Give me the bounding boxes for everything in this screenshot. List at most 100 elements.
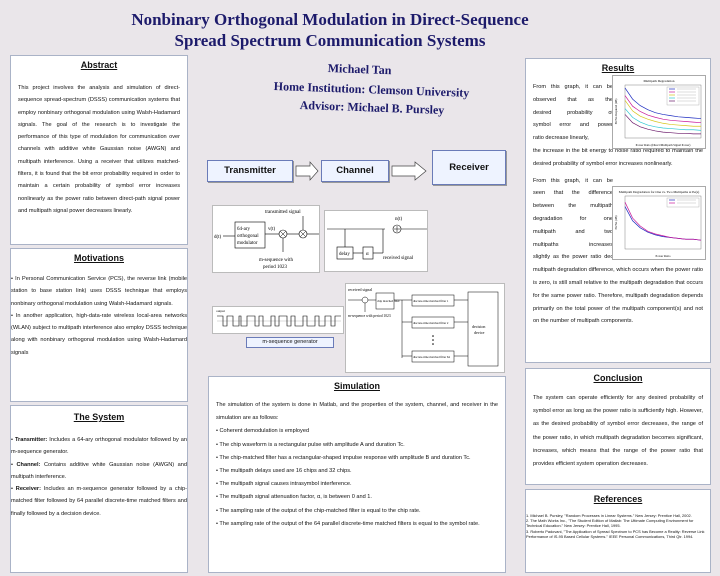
series-line-0 (624, 87, 702, 119)
references-heading: References (593, 494, 643, 504)
dtmf64-label: discrete-time matched filter 64 (413, 355, 450, 359)
text-line: ratio decrease linearly, (533, 135, 589, 142)
decision-l2: device (474, 330, 485, 335)
system-item-label: Receiver: (15, 486, 41, 493)
text-line: From this graph, it can be (533, 177, 613, 184)
channel-diagram: n(t) delay α received signal (324, 210, 428, 272)
text-line: degradation for one (533, 215, 613, 222)
results-heading: Results (601, 63, 635, 73)
list-item: • The chip waveform is a rectangular pul… (216, 441, 405, 448)
modulator-l2: orthogonal (237, 234, 259, 239)
chip-filter-label: chip matched filter (377, 299, 400, 303)
mseq-trace (217, 315, 341, 327)
list-item: 2. The Math Works Inc., "The Student Edi… (526, 518, 694, 529)
simulation-body: The simulation of the system is done in … (209, 399, 505, 531)
receiver-schematic: received signal m-sequence with period 1… (348, 287, 499, 367)
transmitter-schematic: transmitted signal d(t) 64-ary orthogona… (214, 210, 319, 270)
abstract-text: This project involves the analysis and s… (18, 85, 180, 214)
delay-label: delay (339, 252, 350, 257)
mseq-l1: m-sequence with (259, 258, 294, 263)
text-line: seen that the difference (533, 190, 613, 197)
references-panel: References 1. Michael B. Pursley, "Rando… (525, 489, 711, 573)
transmitter-diagram: transmitted signal d(t) 64-ary orthogona… (212, 205, 320, 273)
system-item-label: Transmitter: (14, 437, 48, 443)
system-item-text: Includes an m-sequence generator followe… (11, 486, 187, 517)
poster-title: Nonbinary Orthogonal Modulation in Direc… (0, 10, 660, 51)
dtmf1-label: discrete-time matched filter 1 (413, 299, 449, 303)
rx-in-label: received signal (348, 287, 373, 292)
text-line: between the multipath (533, 203, 613, 210)
graph-2-svg: Multipath Degradation for One vs. Two Mu… (614, 190, 702, 258)
simulation-intro: The simulation of the system is done in … (216, 402, 498, 422)
conclusion-heading: Conclusion (593, 373, 643, 383)
results-graph-2: Multipath Degradation for One vs. Two Mu… (612, 186, 706, 260)
mseq-generator-caption: m-sequence generator (246, 337, 334, 348)
series-line-2 (624, 100, 701, 127)
list-item: • In Personal Communication Service (PCS… (11, 276, 187, 307)
system-heading: The System (73, 412, 125, 422)
channel-schematic: n(t) delay α received signal (327, 217, 427, 261)
series-line-4 (624, 114, 701, 135)
results-para-1: From this graph, it can be observed that… (526, 81, 710, 171)
mseq-l2: period 1023 (263, 265, 288, 270)
text-line: multipaths increases (533, 241, 613, 248)
motivations-list: • In Personal Communication Service (PCS… (11, 273, 187, 359)
decision-l1: decision (472, 324, 485, 329)
simulation-list: • Coherent demodulation is employed • Th… (216, 425, 498, 531)
motivations-heading: Motivations (73, 253, 124, 263)
chart-title: Multipath Degradation for One vs. Two Mu… (619, 190, 699, 194)
list-item: • Transmitter: Includes a 64-ary orthogo… (11, 437, 187, 456)
list-item: 3. Roberto Padovani, "The Application of… (526, 528, 705, 539)
system-item-label: Channel: (16, 461, 41, 468)
v-t-label: v(t) (268, 227, 276, 232)
y-axis-label: Eb/No Required (dB) (614, 99, 618, 125)
simulation-panel: Simulation The simulation of the system … (208, 376, 506, 573)
system-item-text: Contains additive white Gaussian noise (… (11, 461, 187, 480)
modulator-l3: modulator (237, 241, 258, 246)
y-axis-label: Eb/No (dB) (614, 215, 618, 229)
results-p1-narrow: From this graph, it can be observed that… (533, 81, 613, 145)
list-item: 1. Michael B. Pursley, "Random Processes… (526, 513, 692, 518)
list-item: • The multipath delays used are 16 chips… (216, 468, 352, 475)
legend-box (666, 86, 700, 106)
mseq-waveform: output (216, 309, 341, 327)
rx-signal-label: received signal (383, 256, 414, 261)
output-label: output (216, 309, 225, 313)
text-line: symbol error and power (533, 122, 613, 129)
d-t-label: d(t) (214, 235, 222, 240)
system-panel: The System • Transmitter: Includes a 64-… (10, 405, 188, 573)
results-p2-narrow: From this graph, it can be seen that the… (533, 175, 613, 252)
receiver-block: Receiver (432, 150, 506, 185)
receiver-diagram: received signal m-sequence with period 1… (345, 283, 505, 373)
transmitter-block: Transmitter (207, 160, 293, 182)
system-item-text: Includes a 64-ary orthogonal modulator f… (11, 437, 187, 456)
results-p2-full: slightly as the power ratio decreases. H… (533, 254, 703, 325)
x-axis-label: Power Ratio (Direct/Multipath Signal Pow… (636, 143, 691, 147)
list-item: • Receiver: Includes an m-sequence gener… (11, 486, 187, 517)
tx-signal-label: transmitted signal (265, 210, 301, 215)
list-item: • The multipath signal attenuation facto… (216, 494, 372, 501)
title-line-2: Spread Spectrum Communication Systems (174, 31, 486, 50)
abstract-panel: Abstract This project involves the analy… (10, 55, 188, 245)
conclusion-text: The system can operate efficiently for a… (533, 395, 703, 468)
text-line: desired probability of (533, 109, 613, 116)
mseq-rx-label: m-sequence with period 1023 (348, 314, 391, 318)
list-item: • Channel: Contains additive white Gauss… (11, 461, 187, 480)
abstract-heading: Abstract (80, 60, 118, 70)
system-list: • Transmitter: Includes a 64-ary orthogo… (11, 434, 187, 520)
text-line: From this graph, it can be (533, 84, 613, 90)
mseq-waveform-panel: output (212, 306, 344, 334)
chart-title: Multipath Degradation (644, 79, 675, 83)
references-list: 1. Michael B. Pursley, "Random Processes… (526, 513, 710, 539)
alpha-label: α (366, 252, 369, 257)
list-item: • The sampling rate of the output of the… (216, 520, 480, 527)
channel-block: Channel (321, 160, 389, 182)
series-line-3 (624, 108, 702, 131)
text-line: observed that as the (533, 96, 613, 103)
series-line-1 (624, 95, 702, 124)
results-p1-full: the increase in the bit energy to noise … (533, 147, 703, 167)
motivations-panel: Motivations • In Personal Communication … (10, 248, 188, 402)
